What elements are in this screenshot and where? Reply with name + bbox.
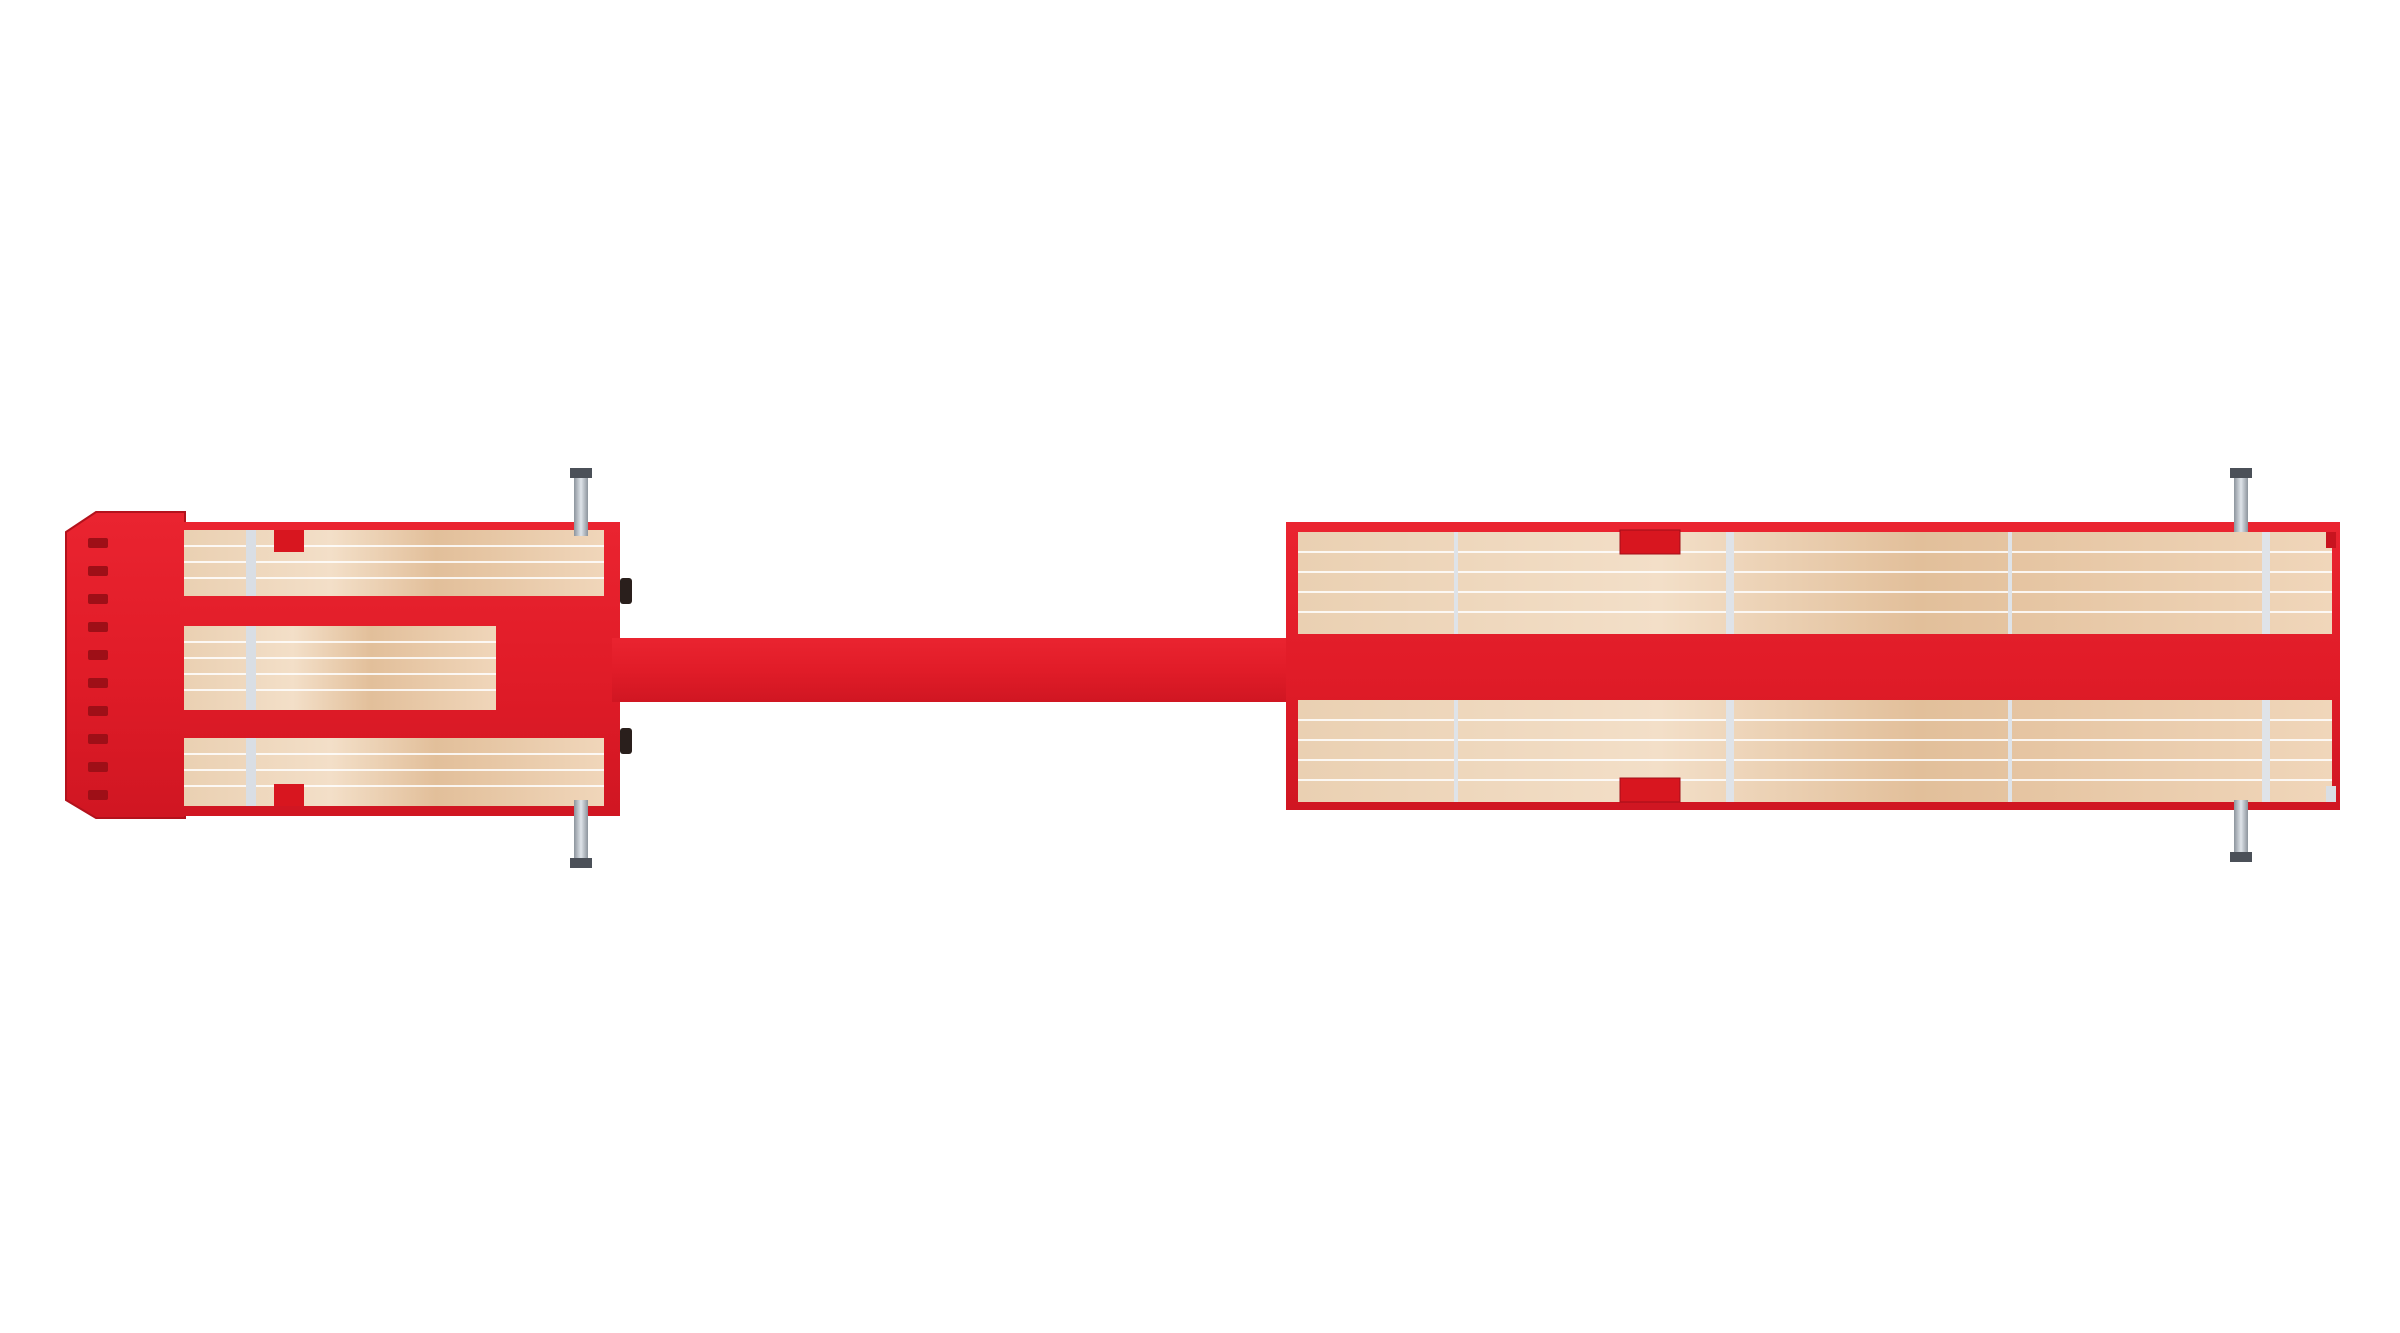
landing-gear-top bbox=[570, 468, 592, 536]
support-foot bbox=[620, 728, 632, 754]
rear-outrigger-bottom bbox=[2230, 800, 2252, 862]
landing-gear-bottom bbox=[570, 800, 592, 868]
lashing-point bbox=[274, 530, 304, 552]
gooseneck-section bbox=[65, 468, 632, 868]
main-deck-section bbox=[1286, 468, 2340, 862]
front-plate-slots bbox=[88, 538, 108, 800]
neck-beam bbox=[612, 638, 1292, 702]
main-deck-wood-upper bbox=[1298, 532, 2332, 634]
rear-outrigger-top bbox=[2230, 468, 2252, 532]
gooseneck-deck-middle bbox=[184, 626, 496, 710]
lashing-plate bbox=[1619, 529, 1681, 555]
gooseneck-cross-members bbox=[246, 530, 256, 806]
support-foot bbox=[620, 578, 632, 604]
main-deck-cross-members bbox=[1454, 532, 2270, 802]
lashing-point bbox=[274, 784, 304, 806]
rear-light bbox=[2326, 786, 2336, 802]
rear-light bbox=[2326, 532, 2336, 548]
lashing-plate bbox=[1619, 777, 1681, 803]
gooseneck-front-plate bbox=[65, 511, 186, 819]
main-deck-plank-lines bbox=[1298, 551, 2332, 781]
main-deck-wood-lower bbox=[1298, 700, 2332, 802]
